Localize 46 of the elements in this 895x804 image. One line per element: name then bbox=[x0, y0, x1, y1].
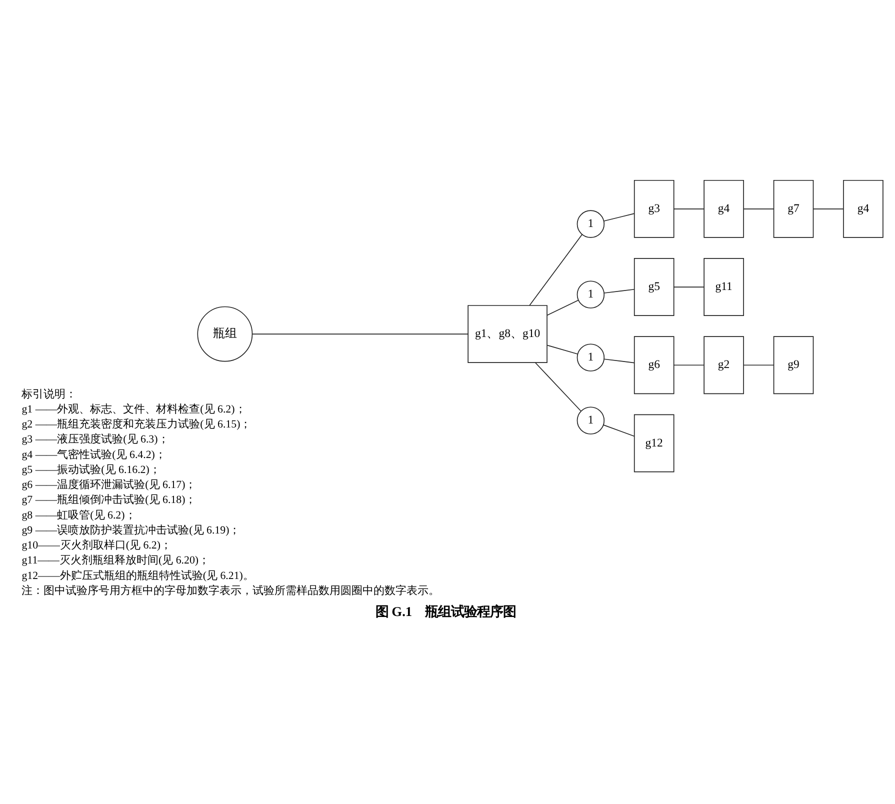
connector bbox=[252, 333, 468, 334]
label: g10——灭火剂取样口(见 6.2)； bbox=[22, 539, 172, 552]
node-box: g3 bbox=[634, 179, 674, 238]
node-box: g9 bbox=[773, 336, 814, 394]
label: g1 ——外观、标志、文件、材料检查(见 6.2)； bbox=[22, 402, 246, 415]
node-box: g2 bbox=[704, 336, 744, 394]
connector bbox=[673, 286, 704, 287]
label: g4 ——气密性试验(见 6.4.2)； bbox=[22, 448, 166, 460]
connector bbox=[546, 299, 579, 316]
connector bbox=[812, 208, 844, 209]
caption: 图 G.1 瓶组试验程序图 bbox=[375, 604, 516, 619]
node-circle: 1 bbox=[576, 343, 605, 371]
node-circle: 1 bbox=[576, 280, 605, 308]
node-circle: 1 bbox=[576, 210, 605, 238]
label: g3 ——液压强度试验(见 6.3)； bbox=[22, 433, 169, 446]
label: g11——灭火剂瓶组释放时间(见 6.20)； bbox=[22, 554, 210, 566]
connector bbox=[604, 358, 635, 363]
label: g2 ——瓶组充装密度和充装压力试验(见 6.15)； bbox=[22, 418, 252, 430]
connector bbox=[529, 234, 583, 306]
node-box: g4 bbox=[704, 179, 744, 238]
node-circle: 瓶组 bbox=[197, 306, 253, 362]
connector bbox=[604, 212, 635, 221]
connector bbox=[673, 364, 704, 366]
label: g12——外贮压式瓶组的瓶组特性试验(见 6.21)。 bbox=[22, 569, 254, 582]
label: g7 ——瓶组倾倒冲击试验(见 6.18)； bbox=[22, 494, 196, 506]
label: 标引说明： bbox=[22, 388, 77, 400]
label: g8 ——虹吸管(见 6.2)； bbox=[22, 508, 136, 521]
node-box: g11 bbox=[704, 258, 744, 316]
connector bbox=[743, 208, 774, 209]
node-box: g6 bbox=[634, 336, 674, 394]
node-box: g12 bbox=[634, 414, 674, 472]
node-box: g1、g8、g10 bbox=[468, 304, 548, 363]
node-box: g5 bbox=[634, 258, 674, 316]
connector bbox=[673, 208, 704, 209]
connector bbox=[603, 424, 635, 436]
connector bbox=[604, 288, 635, 293]
connector bbox=[534, 362, 582, 411]
label: g9 ——误喷放防护装置抗冲击试验(见 6.19)； bbox=[22, 524, 240, 536]
node-box: g4 bbox=[843, 179, 884, 238]
label: 注：图中试验序号用方框中的字母加数字表示，试验所需样品数用圆圈中的数字表示。 bbox=[22, 584, 440, 596]
connector bbox=[546, 344, 578, 354]
label: g6 ——温度循环泄漏试验(见 6.17)； bbox=[22, 478, 196, 491]
connector bbox=[743, 364, 774, 366]
label: g5 ——振动试验(见 6.16.2)； bbox=[22, 463, 160, 476]
node-circle: 1 bbox=[576, 406, 605, 434]
node-box: g7 bbox=[773, 179, 814, 238]
